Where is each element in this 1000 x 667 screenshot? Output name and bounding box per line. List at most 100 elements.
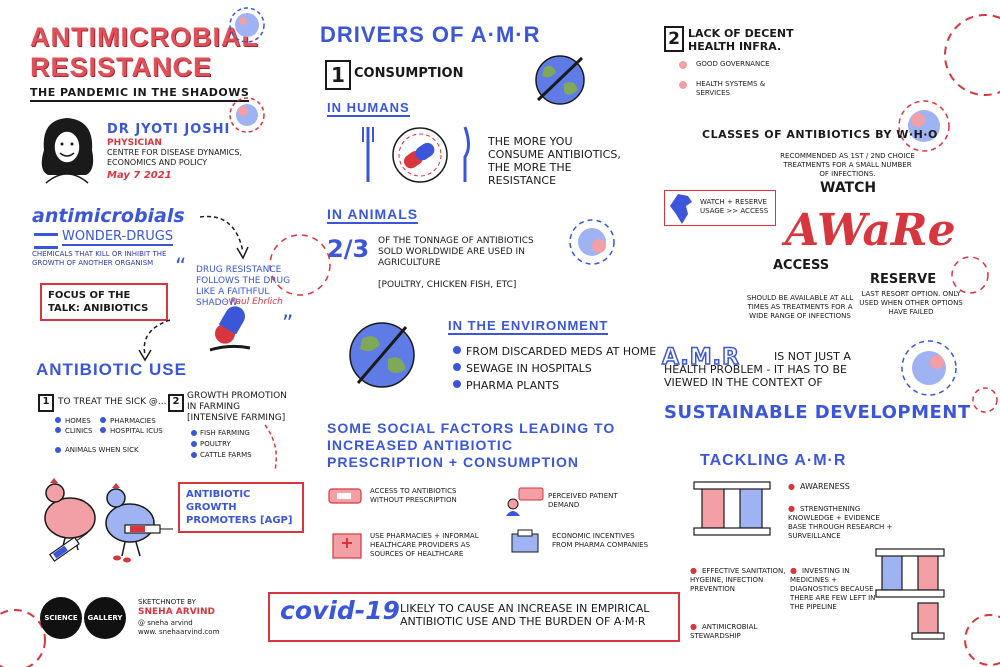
credits-handle: @ sneha arvind <box>138 619 193 627</box>
tackling-item-3: EFFECTIVE SANITATION, HYGEINE, INFECTION… <box>690 566 790 594</box>
tackling-heading: TACKLING A·M·R <box>700 452 847 469</box>
place-pharmacies: PHARMACIES <box>110 417 156 425</box>
india-note-box <box>664 190 776 226</box>
growth-promotion-label: GROWTH PROMOTION IN FARMING [INTENSIVE F… <box>187 391 287 423</box>
arrow-down-icon <box>138 319 171 362</box>
antibiotic-use-heading: ANTIBIOTIC USE <box>36 360 187 379</box>
consumption-label: CONSUMPTION <box>354 66 464 81</box>
covid-text: LIKELY TO CAUSE AN INCREASE IN EMPIRICAL… <box>400 602 650 628</box>
environment-heading: IN THE ENVIRONMENT <box>448 318 609 335</box>
globe-crossed-icon <box>349 322 415 388</box>
who-heading: CLASSES OF ANTIBIOTICS BY W·H·O <box>702 128 938 141</box>
driver-number-1: 1 <box>325 60 351 90</box>
quote-author: - Paul Ehrlich <box>224 297 283 307</box>
animals-examples: [POULTRY, CHICKEN FISH, ETC] <box>378 280 517 290</box>
speaker-org: CENTRE FOR DISEASE DYNAMICS, ECONOMICS A… <box>107 148 243 167</box>
place-hospital-icu: HOSPITAL ICUs <box>110 427 163 435</box>
social-heading-2: INCREASED ANTIBIOTIC <box>327 437 513 453</box>
infra-item-2: HEALTH SYSTEMS & SERVICES <box>696 80 766 97</box>
drivers-heading: DRIVERS OF A·M·R <box>320 22 541 47</box>
definition: CHEMICALS THAT KILL OR INHIBIT THE GROWT… <box>32 250 167 267</box>
social-heading-3: PRESCRIPTION + CONSUMPTION <box>327 454 579 470</box>
virus-icon <box>901 340 957 396</box>
virus-icon <box>229 7 265 43</box>
virus-icon <box>569 219 615 265</box>
amr-context-text: IS NOT JUST A HEALTH PROBLEM - IT HAS TO… <box>664 350 851 389</box>
speaker-name: DR JYOTI JOSHI <box>107 122 231 137</box>
access-note: SHOULD BE AVAILABLE AT ALL TIMES AS TREA… <box>746 294 854 320</box>
place-animals: ANIMALS WHEN SICK <box>65 446 139 454</box>
science-logo: SCIENCE <box>40 597 82 639</box>
bullet-icons <box>679 61 687 89</box>
social-item-2: PERCEIVED PATIENT DEMAND <box>548 492 618 509</box>
pillars-illustration <box>875 548 945 640</box>
wonder-drugs: WONDER-DRUGS <box>62 229 174 246</box>
social-heading-1: SOME SOCIAL FACTORS LEADING TO <box>327 420 616 436</box>
covid-label: covid-19 <box>280 596 400 625</box>
env-item-2: SEWAGE IN HOSPITALS <box>466 362 592 375</box>
covid-box <box>268 592 680 642</box>
equals-icon <box>34 233 58 249</box>
driver-number-2: 2 <box>664 26 684 52</box>
infra-heading: LACK OF DECENT HEALTH INFRA. <box>688 27 794 53</box>
sustainable-development: SUSTAINABLE DEVELOPMENT <box>664 402 971 423</box>
pharmacy-counter-icon <box>328 488 362 504</box>
patient-speech-icon <box>506 487 544 516</box>
antimicrobials-heading: antimicrobials <box>32 205 185 227</box>
credits-website: www. snehaarvind.com <box>138 628 220 636</box>
bullet-icons <box>100 417 106 433</box>
pillars-illustration <box>693 481 771 536</box>
access-label: ACCESS <box>773 258 830 273</box>
credits-artist: SNEHA ARVIND <box>138 607 216 617</box>
social-item-3: USE PHARMACIES + INFORMAL HEALTHCARE PRO… <box>370 532 479 558</box>
speaker-role: PHYSICIAN <box>107 138 162 148</box>
item-number-2: 2 <box>168 394 184 412</box>
quote-text: DRUG RESISTANCE FOLLOWS THE DRUG LIKE A … <box>196 265 291 308</box>
quote-mark-open: “ <box>175 255 187 280</box>
aware-logo: AWaRe <box>785 205 956 256</box>
agp-box: ANTIBIOTIC GROWTH PROMOTERS [AGP] <box>178 482 304 533</box>
arrow-curve-icon <box>199 215 249 260</box>
india-note: WATCH + RESERVE USAGE >> ACCESS <box>700 198 769 215</box>
gallery-logo: GALLERY <box>84 597 126 639</box>
virus-icon <box>898 100 950 152</box>
env-item-3: PHARMA PLANTS <box>466 379 560 392</box>
clinic-building-icon <box>332 533 362 559</box>
subtitle: THE PANDEMIC IN THE SHADOWS <box>30 86 250 102</box>
infra-item-1: GOOD GOVERNANCE <box>696 60 770 68</box>
syringe-icon <box>49 524 173 563</box>
title-line1: ANTIMICROBIAL <box>30 22 259 52</box>
social-item-1: ACCESS TO ANTIBIOTICS WITHOUT PRESCRIPTI… <box>370 487 457 504</box>
reserve-label: RESERVE <box>870 272 937 287</box>
amr-outline-text: A.M.R <box>661 344 740 371</box>
bullet-icons <box>55 417 61 453</box>
virus-icon <box>229 97 265 133</box>
humans-text: THE MORE YOU CONSUME ANTIBIOTICS, THE MO… <box>488 135 621 187</box>
globe-crossed-icon <box>535 55 585 105</box>
bullet-icons <box>191 430 197 458</box>
item-number-1: 1 <box>38 394 54 412</box>
in-animals-heading: IN ANIMALS <box>327 206 419 224</box>
title-line2: RESISTANCE <box>30 52 213 82</box>
env-item-1: FROM DISCARDED MEDS AT HOME <box>466 345 657 358</box>
speaker-portrait <box>41 118 94 184</box>
focus-box: FOCUS OF THE TALK: ANIBIOTICS <box>40 283 168 321</box>
india-map-icon <box>670 194 692 224</box>
pill-capsule-icon <box>209 306 251 352</box>
tackling-item-4: INVESTING IN MEDICINES + DIAGNOSTICS BEC… <box>790 566 880 612</box>
social-item-4: ECONOMIC INCENTIVES FROM PHARMA COMPANIE… <box>552 532 649 549</box>
quote-mark-close: ” <box>282 312 294 337</box>
watch-note: RECOMMENDED AS 1ST / 2ND CHOICE TREATMEN… <box>780 152 915 178</box>
tackling-item-5: ANTIMICROBIAL STEWARDSHIP <box>690 622 780 641</box>
tackling-item-2: STRENGTHENING KNOWLEDGE + EVIDENCE BASE … <box>788 504 898 541</box>
in-humans-heading: IN HUMANS <box>327 100 410 117</box>
treat-sick-label: TO TREAT THE SICK @... <box>58 397 167 407</box>
medicine-box-icon <box>511 529 539 553</box>
animals-text: OF THE TONNAGE OF ANTIBIOTICS SOLD WORLD… <box>378 236 534 268</box>
credits-line1: SKETCHNOTE BY <box>138 598 196 606</box>
poultry: POULTRY <box>200 440 231 448</box>
watch-label: WATCH <box>820 180 877 196</box>
place-clinics: CLINICS <box>65 427 93 435</box>
talk-date: May 7 2021 <box>107 170 172 181</box>
